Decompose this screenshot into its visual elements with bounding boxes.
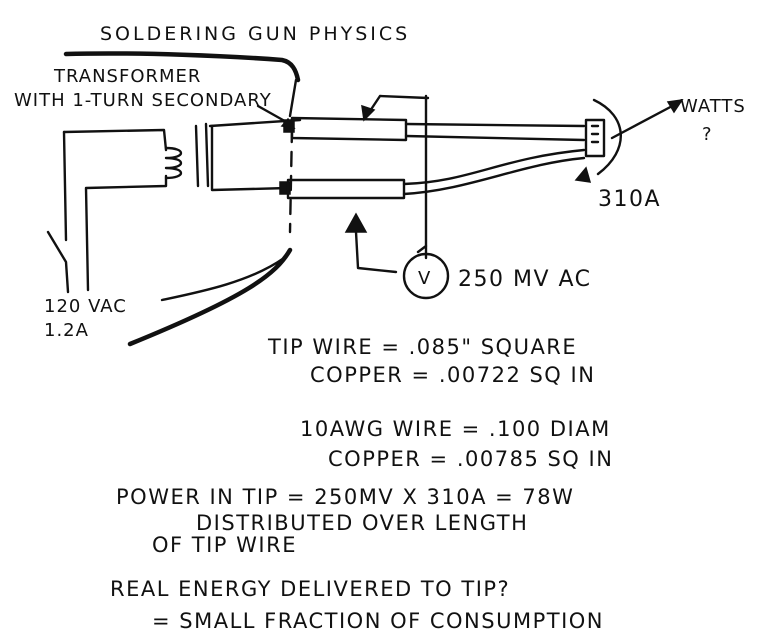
tip-conductor-bottom: [286, 178, 406, 200]
note-real-energy: REAL ENERGY DELIVERED TO TIP?: [110, 577, 510, 601]
secondary-left-lead: [210, 124, 290, 192]
transformer-core-bar-2: [204, 122, 210, 188]
supply-current-label: 1.2A: [44, 320, 89, 341]
note-small-fraction: = SMALL FRACTION OF CONSUMPTION: [152, 609, 604, 633]
watts-arrow: [610, 102, 678, 140]
tip-current-label: 310A: [598, 187, 661, 212]
gun-handle-inner: [160, 256, 286, 302]
note-awg-size: 10AWG WIRE = .100 DIAM: [300, 417, 611, 441]
transformer-core-bar-1: [194, 124, 200, 188]
meter-probe-arrowhead: [344, 212, 368, 233]
note-power-length: OF TIP WIRE: [152, 533, 297, 557]
primary-wire-down: [62, 130, 68, 242]
tip-wire-top-2: [404, 134, 586, 142]
tip-wire-top-1: [404, 122, 586, 128]
diagram-title: SOLDERING GUN PHYSICS: [100, 23, 410, 45]
gun-handle-outline: [127, 247, 293, 347]
primary-wire-left: [62, 128, 168, 152]
watts-question: ?: [702, 124, 713, 145]
reference-line: [416, 94, 428, 254]
meter-probe-lead: [354, 230, 398, 274]
tip-wire-bottom-1: [402, 148, 586, 186]
gun-body-right: [288, 78, 298, 118]
note-tip-wire-area: COPPER = .00722 SQ IN: [310, 363, 595, 387]
soldering-tip-mark: [590, 124, 600, 144]
note-tip-wire-size: TIP WIRE = .085" SQUARE: [267, 335, 577, 359]
primary-coil: [164, 146, 183, 180]
soldering-tip-block: [584, 118, 606, 158]
gun-outline-top: [63, 51, 301, 83]
watts-label: WATTS: [680, 96, 746, 117]
transformer-label: TRANSFORMER: [53, 66, 201, 87]
primary-wire-bottom: [84, 174, 168, 292]
watts-arrowhead: [666, 99, 684, 114]
note-awg-area: COPPER = .00785 SQ IN: [328, 447, 613, 471]
tip-heat-arc: [592, 98, 622, 176]
tip-wire-bottom-2: [402, 156, 586, 196]
conductor-pointer-arrowhead: [361, 104, 376, 122]
note-power-calc: POWER IN TIP = 250MV X 310A = 78W: [116, 485, 574, 509]
conductor-pointer-arrow: [366, 94, 430, 116]
current-arrowhead: [574, 166, 592, 183]
voltmeter-symbol: V: [418, 268, 431, 289]
terminal-bottom: [279, 181, 291, 195]
voltmeter-circle: [402, 252, 450, 300]
note-power-distributed: DISTRIBUTED OVER LENGTH: [196, 511, 528, 535]
supply-switch: [46, 230, 70, 294]
supply-voltage-label: 120 VAC: [44, 296, 127, 317]
tip-conductor-top: [290, 116, 408, 142]
transformer-sublabel: WITH 1-TURN SECONDARY: [14, 90, 272, 111]
terminal-top: [283, 119, 295, 133]
meter-reading-label: 250 MV AC: [458, 267, 592, 292]
